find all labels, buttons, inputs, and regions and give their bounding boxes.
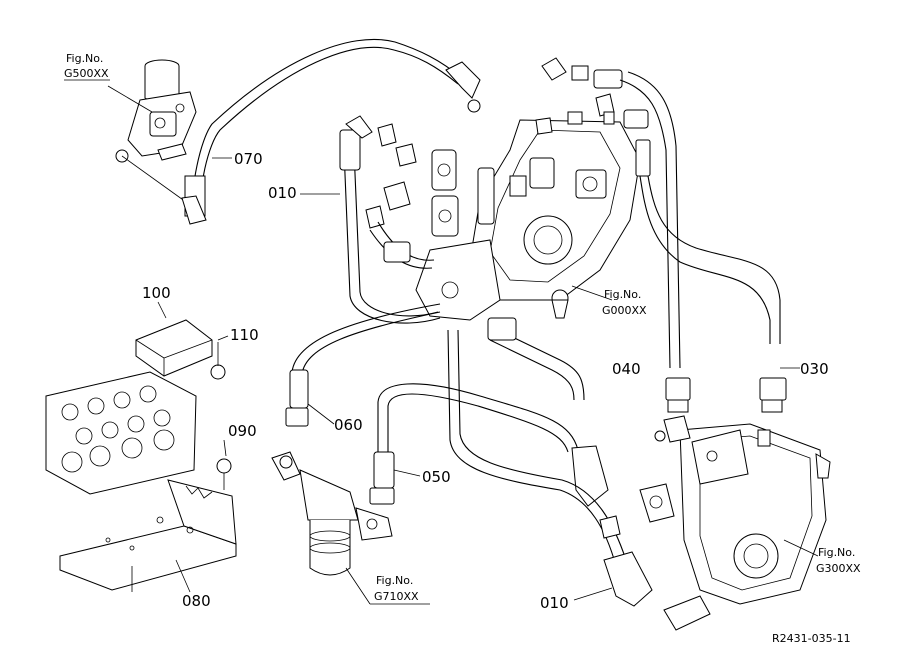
upper-right-fittings [541, 57, 781, 369]
hose-010-upper [300, 115, 441, 324]
fig-ref-g300-line1: Fig.No. [818, 546, 855, 559]
part-label-100: 100 [142, 284, 171, 302]
part-label-060: 060 [334, 416, 363, 434]
part-label-050: 050 [422, 468, 451, 486]
leader-lines [107, 85, 819, 593]
hose-060 [285, 303, 441, 427]
fig-ref-g000: Fig.No. G000XX [602, 288, 647, 317]
main-pump-assembly [365, 111, 641, 321]
fig-ref-g500-line1: Fig.No. [66, 52, 103, 65]
fig-ref-g300: Fig.No. G300XX [816, 546, 861, 575]
filter-assembly [271, 451, 430, 605]
fig-ref-g710-line1: Fig.No. [376, 574, 413, 587]
part-label-030: 030 [800, 360, 829, 378]
hose-070 [181, 38, 481, 225]
part-label-010-upper: 010 [268, 184, 297, 202]
part-label-110: 110 [230, 326, 259, 344]
part-label-070: 070 [234, 150, 263, 168]
fig-ref-g710: Fig.No. G710XX [374, 574, 419, 603]
fig-ref-g710-line2: G710XX [374, 590, 419, 603]
drawing-number: R2431-035-11 [772, 632, 851, 645]
rear-pump-assembly [599, 377, 831, 631]
part-label-010-lower: 010 [540, 594, 569, 612]
part-label-080: 080 [182, 592, 211, 610]
part-label-090: 090 [228, 422, 257, 440]
fig-ref-g500-line2: G500XX [64, 67, 109, 80]
fig-ref-g500: Fig.No. G500XX [64, 52, 110, 81]
fig-ref-g300-line2: G300XX [816, 562, 861, 575]
hose-050 [369, 317, 609, 507]
fig-ref-g000-line2: G000XX [602, 304, 647, 317]
control-valve-assembly [45, 319, 237, 592]
solenoid-valve-assembly [115, 59, 197, 203]
part-label-040: 040 [612, 360, 641, 378]
fig-ref-g000-line1: Fig.No. [604, 288, 641, 301]
